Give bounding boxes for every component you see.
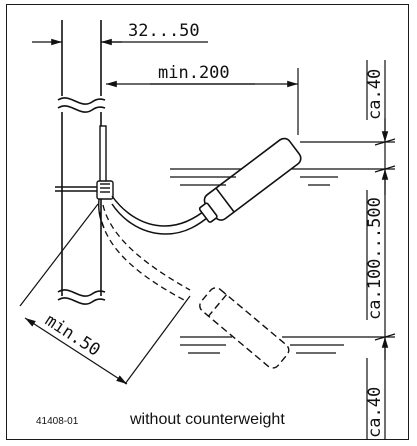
dimension-min-distance <box>106 68 299 135</box>
lower-float-cable <box>99 204 191 301</box>
dimension-cable-length <box>19 203 191 385</box>
min-distance-label: min.200 <box>158 63 230 83</box>
bottom-clearance-label: ca.40 <box>365 387 385 438</box>
figure-caption: without counterweight <box>129 411 285 428</box>
mounting-clamp <box>55 125 114 229</box>
lower-water-level <box>180 336 352 354</box>
float-cable <box>111 195 213 235</box>
cable-length-label: min.50 <box>41 310 103 360</box>
lower-float <box>199 287 290 369</box>
upper-water-level <box>170 168 345 186</box>
switching-range-label: ca.100...500 <box>365 197 385 320</box>
top-clearance-label: ca.40 <box>365 69 385 120</box>
pipe-diameter-label: 32...50 <box>128 21 200 41</box>
upper-float <box>198 137 302 223</box>
pipe <box>57 20 106 305</box>
figure-id: 41408-01 <box>36 416 79 427</box>
dimension-chain-vertical <box>300 60 396 440</box>
